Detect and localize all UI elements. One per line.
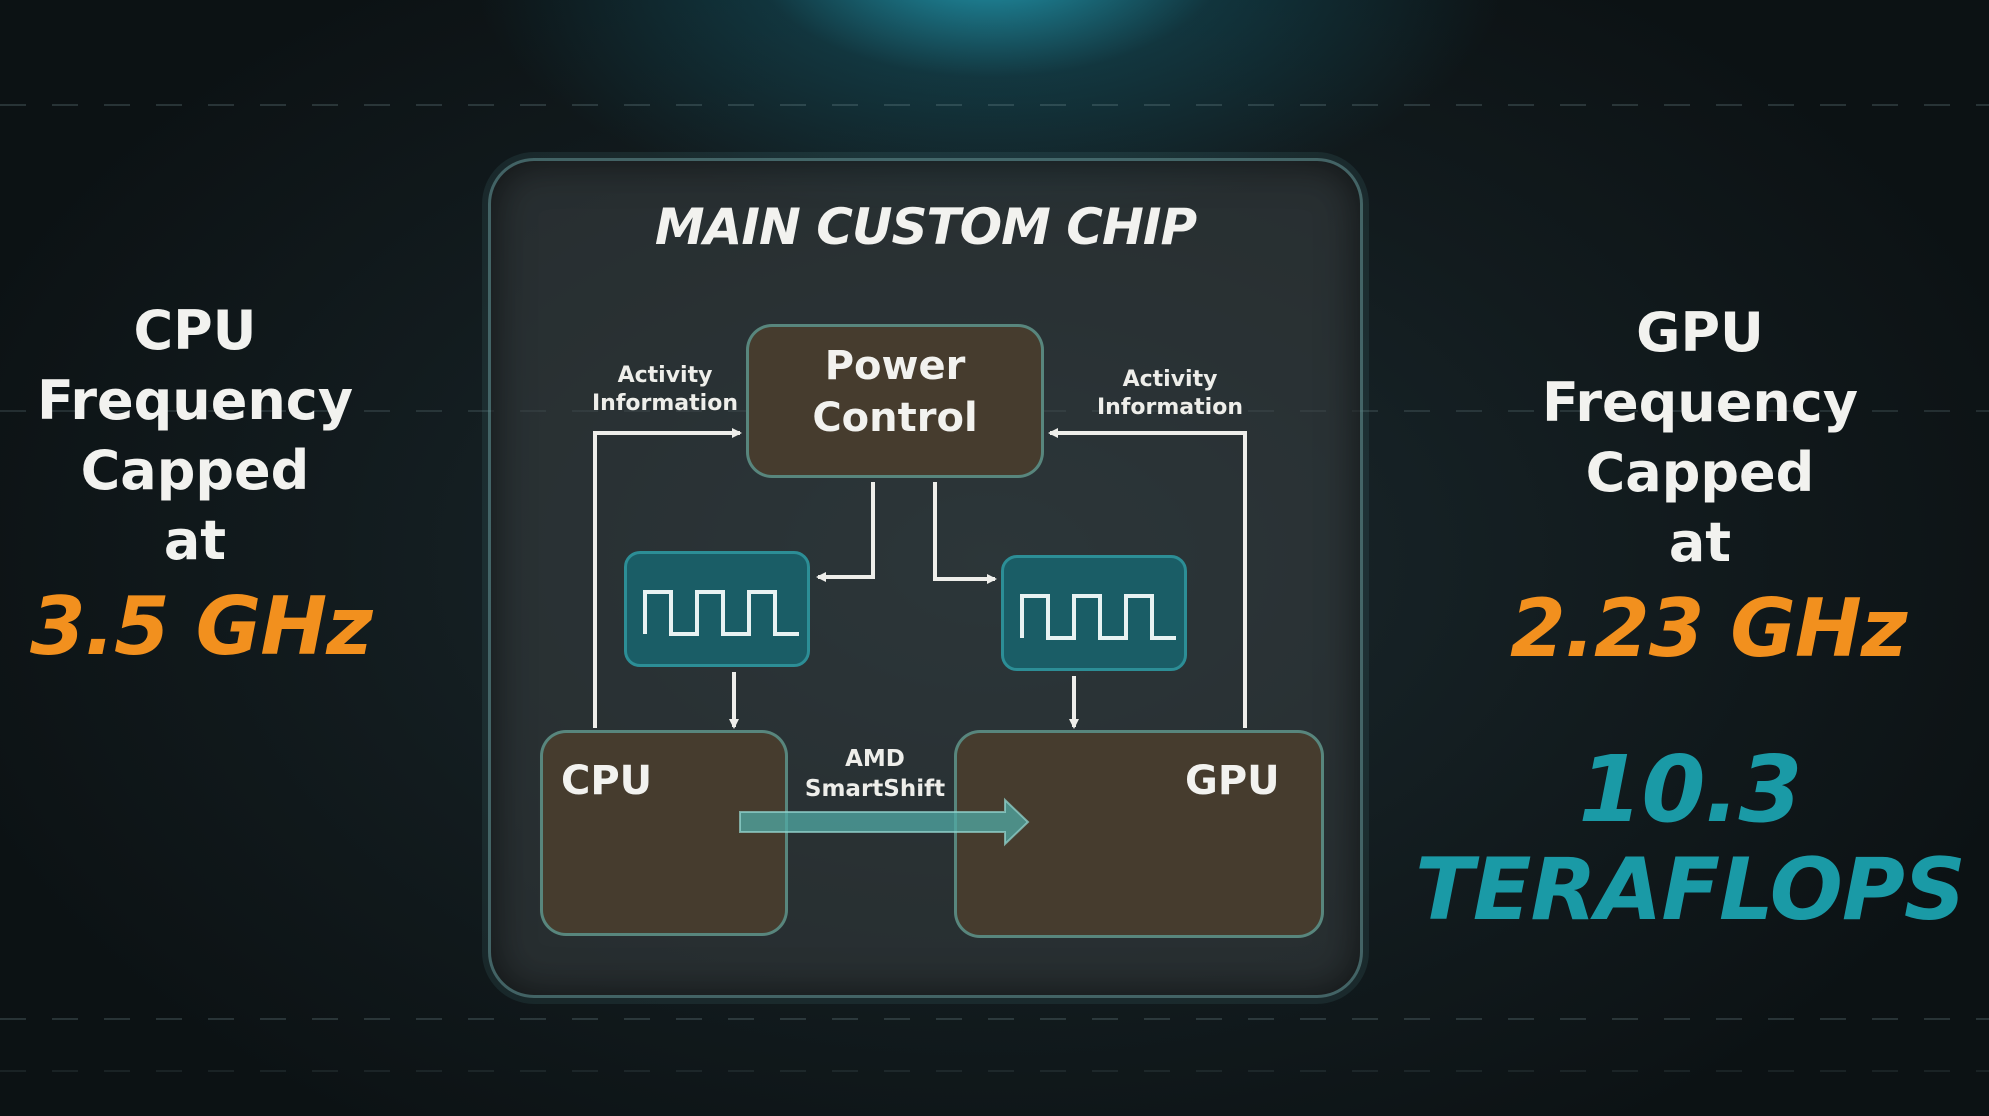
clock-signal-icon	[1020, 594, 1176, 640]
activity-line: Activity	[1122, 367, 1218, 392]
activity-arrow-left	[593, 428, 742, 728]
caption-line: Frequency	[1541, 371, 1859, 434]
teraflops-value: 10.3	[1578, 736, 1803, 843]
gpu-clock-box	[1001, 555, 1187, 671]
cpu-box-label: CPU	[561, 758, 653, 804]
gpu-frequency-value: 2.23 GHz	[1510, 582, 1907, 675]
cpu-clock-box	[624, 551, 810, 667]
scanline	[0, 1070, 1989, 1072]
activity-info-right: Activity Information	[1095, 366, 1245, 422]
activity-arrow-right	[1048, 428, 1247, 728]
gpu-box-label: GPU	[1185, 758, 1280, 804]
gpu-frequency-caption: GPU Frequency Capped at	[1535, 298, 1865, 578]
caption-line: Capped	[1585, 441, 1815, 504]
power-control-label: Power Control	[746, 340, 1044, 444]
power-control-line: Power	[824, 343, 966, 389]
chip-title: MAIN CUSTOM CHIP	[654, 198, 1197, 256]
scanline	[0, 104, 1989, 106]
caption-line: at	[163, 509, 227, 572]
scanline	[0, 1018, 1989, 1020]
control-arrow-left	[816, 482, 875, 582]
activity-line: Information	[592, 391, 738, 416]
caption-line: Capped	[80, 439, 310, 502]
clock-signal-icon	[643, 590, 799, 636]
smartshift-line: AMD	[845, 746, 905, 772]
cpu-frequency-value: 3.5 GHz	[30, 580, 373, 673]
caption-line: GPU	[1636, 301, 1764, 364]
caption-line: at	[1668, 511, 1732, 574]
power-control-box	[746, 324, 1044, 478]
control-arrow-right	[933, 482, 997, 584]
arrow-icon	[739, 797, 1030, 847]
power-control-line: Control	[812, 395, 978, 441]
caption-line: Frequency	[36, 369, 354, 432]
caption-line: CPU	[133, 299, 257, 362]
cpu-frequency-caption: CPU Frequency Capped at	[30, 296, 360, 576]
smartshift-label: AMD SmartShift	[800, 744, 950, 804]
teraflops-unit: TERAFLOPS	[1415, 840, 1966, 940]
activity-line: Activity	[617, 363, 713, 388]
activity-info-left: Activity Information	[590, 362, 740, 418]
activity-line: Information	[1097, 395, 1243, 420]
smartshift-line: SmartShift	[804, 776, 946, 802]
